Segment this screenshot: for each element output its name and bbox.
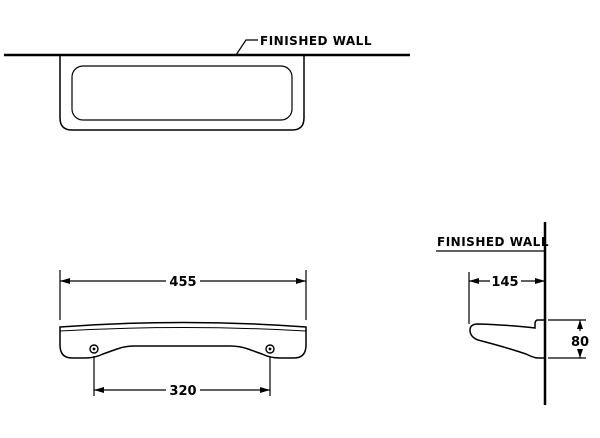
spacing-arrow-left bbox=[94, 387, 104, 393]
top-view: FINISHED WALL bbox=[4, 34, 410, 131]
shelf-side-profile bbox=[469, 319, 545, 359]
projection-dim-text: 145 bbox=[491, 275, 518, 290]
mounting-hole-left bbox=[89, 344, 99, 354]
mounting-hole-right bbox=[265, 344, 275, 354]
height-arrow-top bbox=[577, 320, 583, 329]
spacing-dim-text: 320 bbox=[169, 384, 196, 399]
shelf-top-edge bbox=[59, 327, 307, 332]
side-wall-label: FINISHED WALL bbox=[437, 235, 549, 249]
mounting-hole-right-center bbox=[268, 347, 272, 351]
height-dim-text: 80 bbox=[571, 335, 589, 350]
width-dim-text: 455 bbox=[169, 275, 196, 290]
width-arrow-right bbox=[296, 278, 306, 284]
projection-arrow-right bbox=[535, 278, 545, 284]
shelf-inner-outline bbox=[71, 65, 293, 121]
shelf-outer-outline bbox=[59, 55, 305, 131]
width-arrow-left bbox=[60, 278, 70, 284]
top-wall-label: FINISHED WALL bbox=[260, 34, 372, 48]
spacing-arrow-right bbox=[260, 387, 270, 393]
top-wall-leader bbox=[235, 39, 258, 56]
shelf-front-outline bbox=[59, 321, 307, 359]
height-arrow-bottom bbox=[577, 349, 583, 358]
mounting-hole-left-center bbox=[92, 347, 96, 351]
front-view: 455 320 bbox=[59, 270, 307, 399]
projection-arrow-left bbox=[469, 278, 479, 284]
side-view: FINISHED WALL 145 80 bbox=[436, 222, 589, 405]
